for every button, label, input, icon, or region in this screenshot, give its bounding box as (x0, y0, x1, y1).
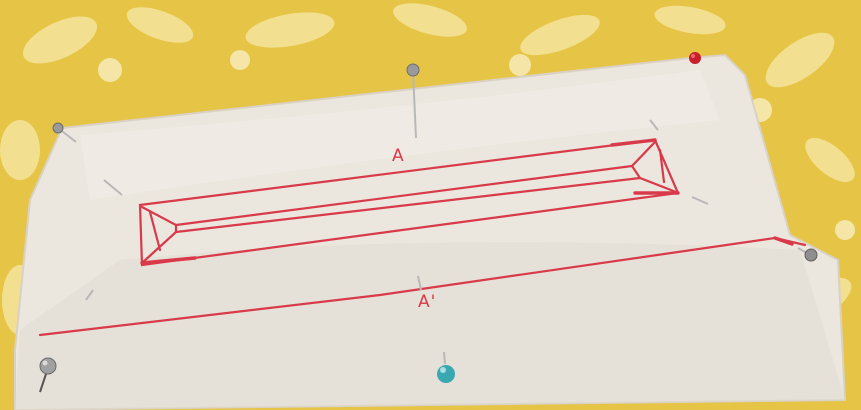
pin-top-right-red (689, 52, 701, 64)
label-a-prime: A' (418, 292, 436, 312)
label-a: A (392, 146, 405, 166)
